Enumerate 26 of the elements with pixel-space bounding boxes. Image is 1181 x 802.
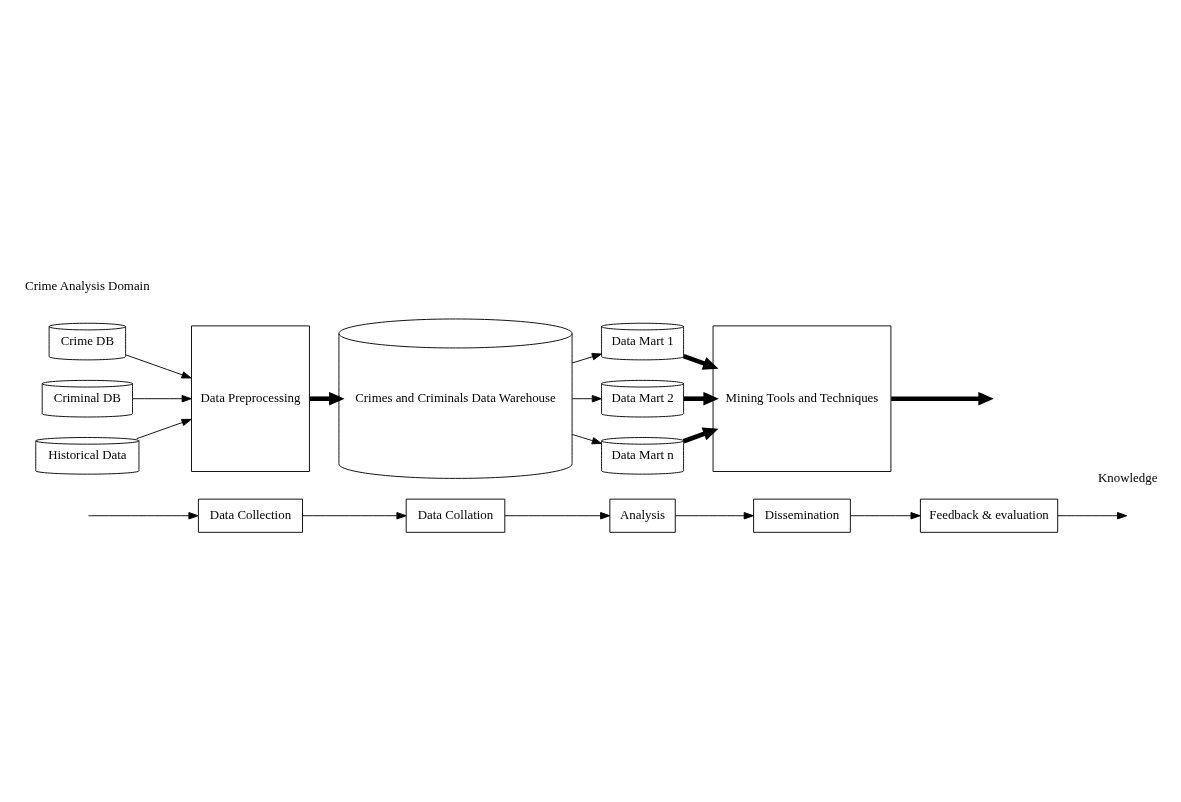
arrow <box>504 512 611 520</box>
node-box: Feedback & evaluation <box>919 498 1059 533</box>
arrow <box>571 433 602 445</box>
arrow <box>683 391 719 406</box>
arrow <box>302 512 407 520</box>
node-box: Analysis <box>609 498 676 533</box>
node-box: Dissemination <box>753 498 851 533</box>
label: Knowledge <box>1098 471 1158 486</box>
arrow <box>849 512 921 520</box>
arrow <box>125 354 192 379</box>
arrow <box>682 353 719 370</box>
arrow <box>674 512 754 520</box>
arrow <box>891 391 994 406</box>
label: Crime Analysis Domain <box>25 278 150 293</box>
arrow <box>571 353 602 364</box>
arrow <box>136 418 192 440</box>
arrow <box>132 395 192 403</box>
arrow <box>87 512 199 520</box>
arrow <box>682 427 719 444</box>
node-box: Data Preprocessing <box>191 325 310 472</box>
arrow <box>571 395 602 403</box>
node-box: Data Collation <box>405 498 506 533</box>
node-box: Data Collection <box>197 498 303 533</box>
arrow <box>1057 512 1128 520</box>
arrow <box>309 391 345 406</box>
node-box: Mining Tools and Techniques <box>712 325 892 472</box>
